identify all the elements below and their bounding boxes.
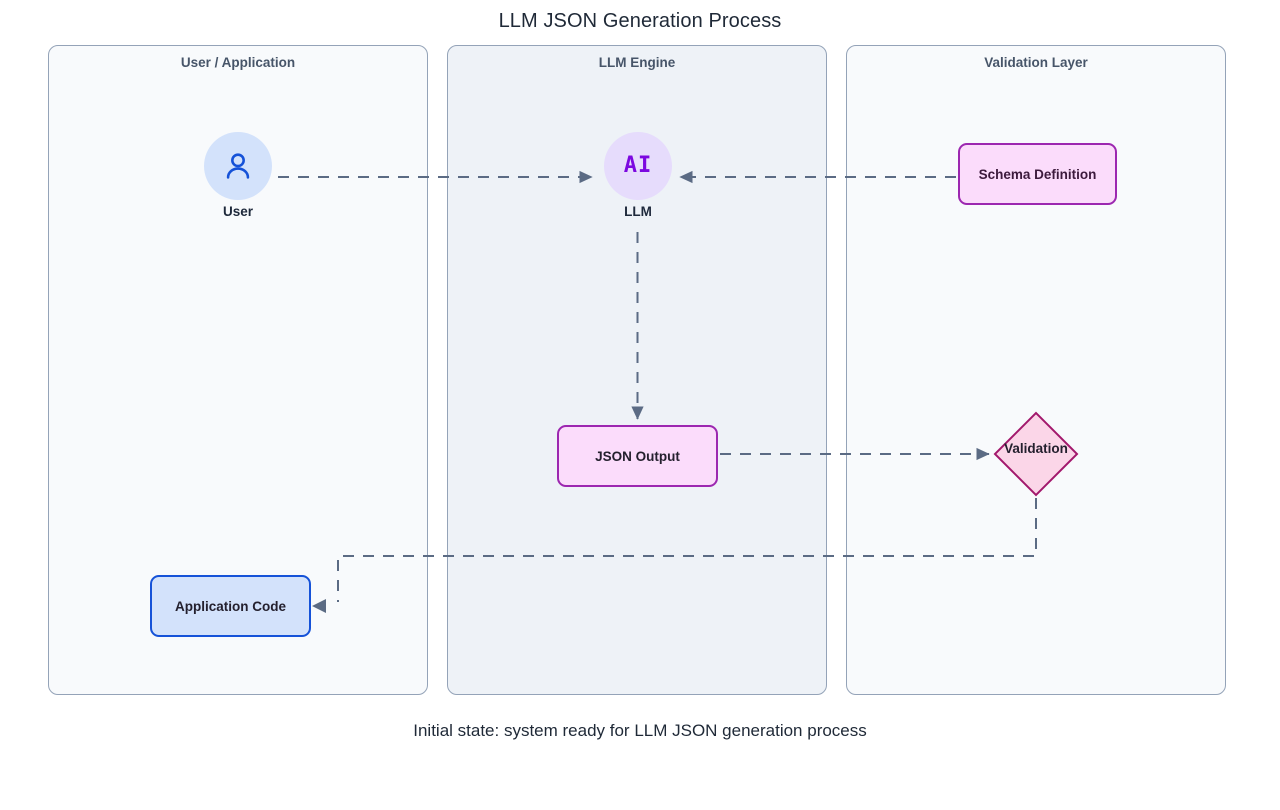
node-user[interactable]: [204, 132, 272, 200]
status-caption: Initial state: system ready for LLM JSON…: [413, 721, 867, 740]
node-llm[interactable]: AI: [604, 132, 672, 200]
lane-title-user-application: User / Application: [180, 55, 296, 70]
node-schema-definition[interactable]: Schema Definition: [958, 143, 1117, 205]
node-validation-label: Validation: [1004, 441, 1068, 456]
ai-badge: AI: [623, 153, 653, 178]
node-application-code[interactable]: Application Code: [150, 575, 311, 637]
node-llm-label: LLM: [624, 204, 652, 219]
user-icon: [226, 153, 250, 179]
node-user-label: User: [222, 204, 254, 219]
page-title: LLM JSON Generation Process: [498, 10, 782, 32]
node-validation[interactable]: Validation: [993, 411, 1079, 497]
lane-title-llm-engine: LLM Engine: [598, 55, 676, 70]
lane-title-validation-layer: Validation Layer: [984, 55, 1088, 70]
node-json-output[interactable]: JSON Output: [557, 425, 718, 487]
